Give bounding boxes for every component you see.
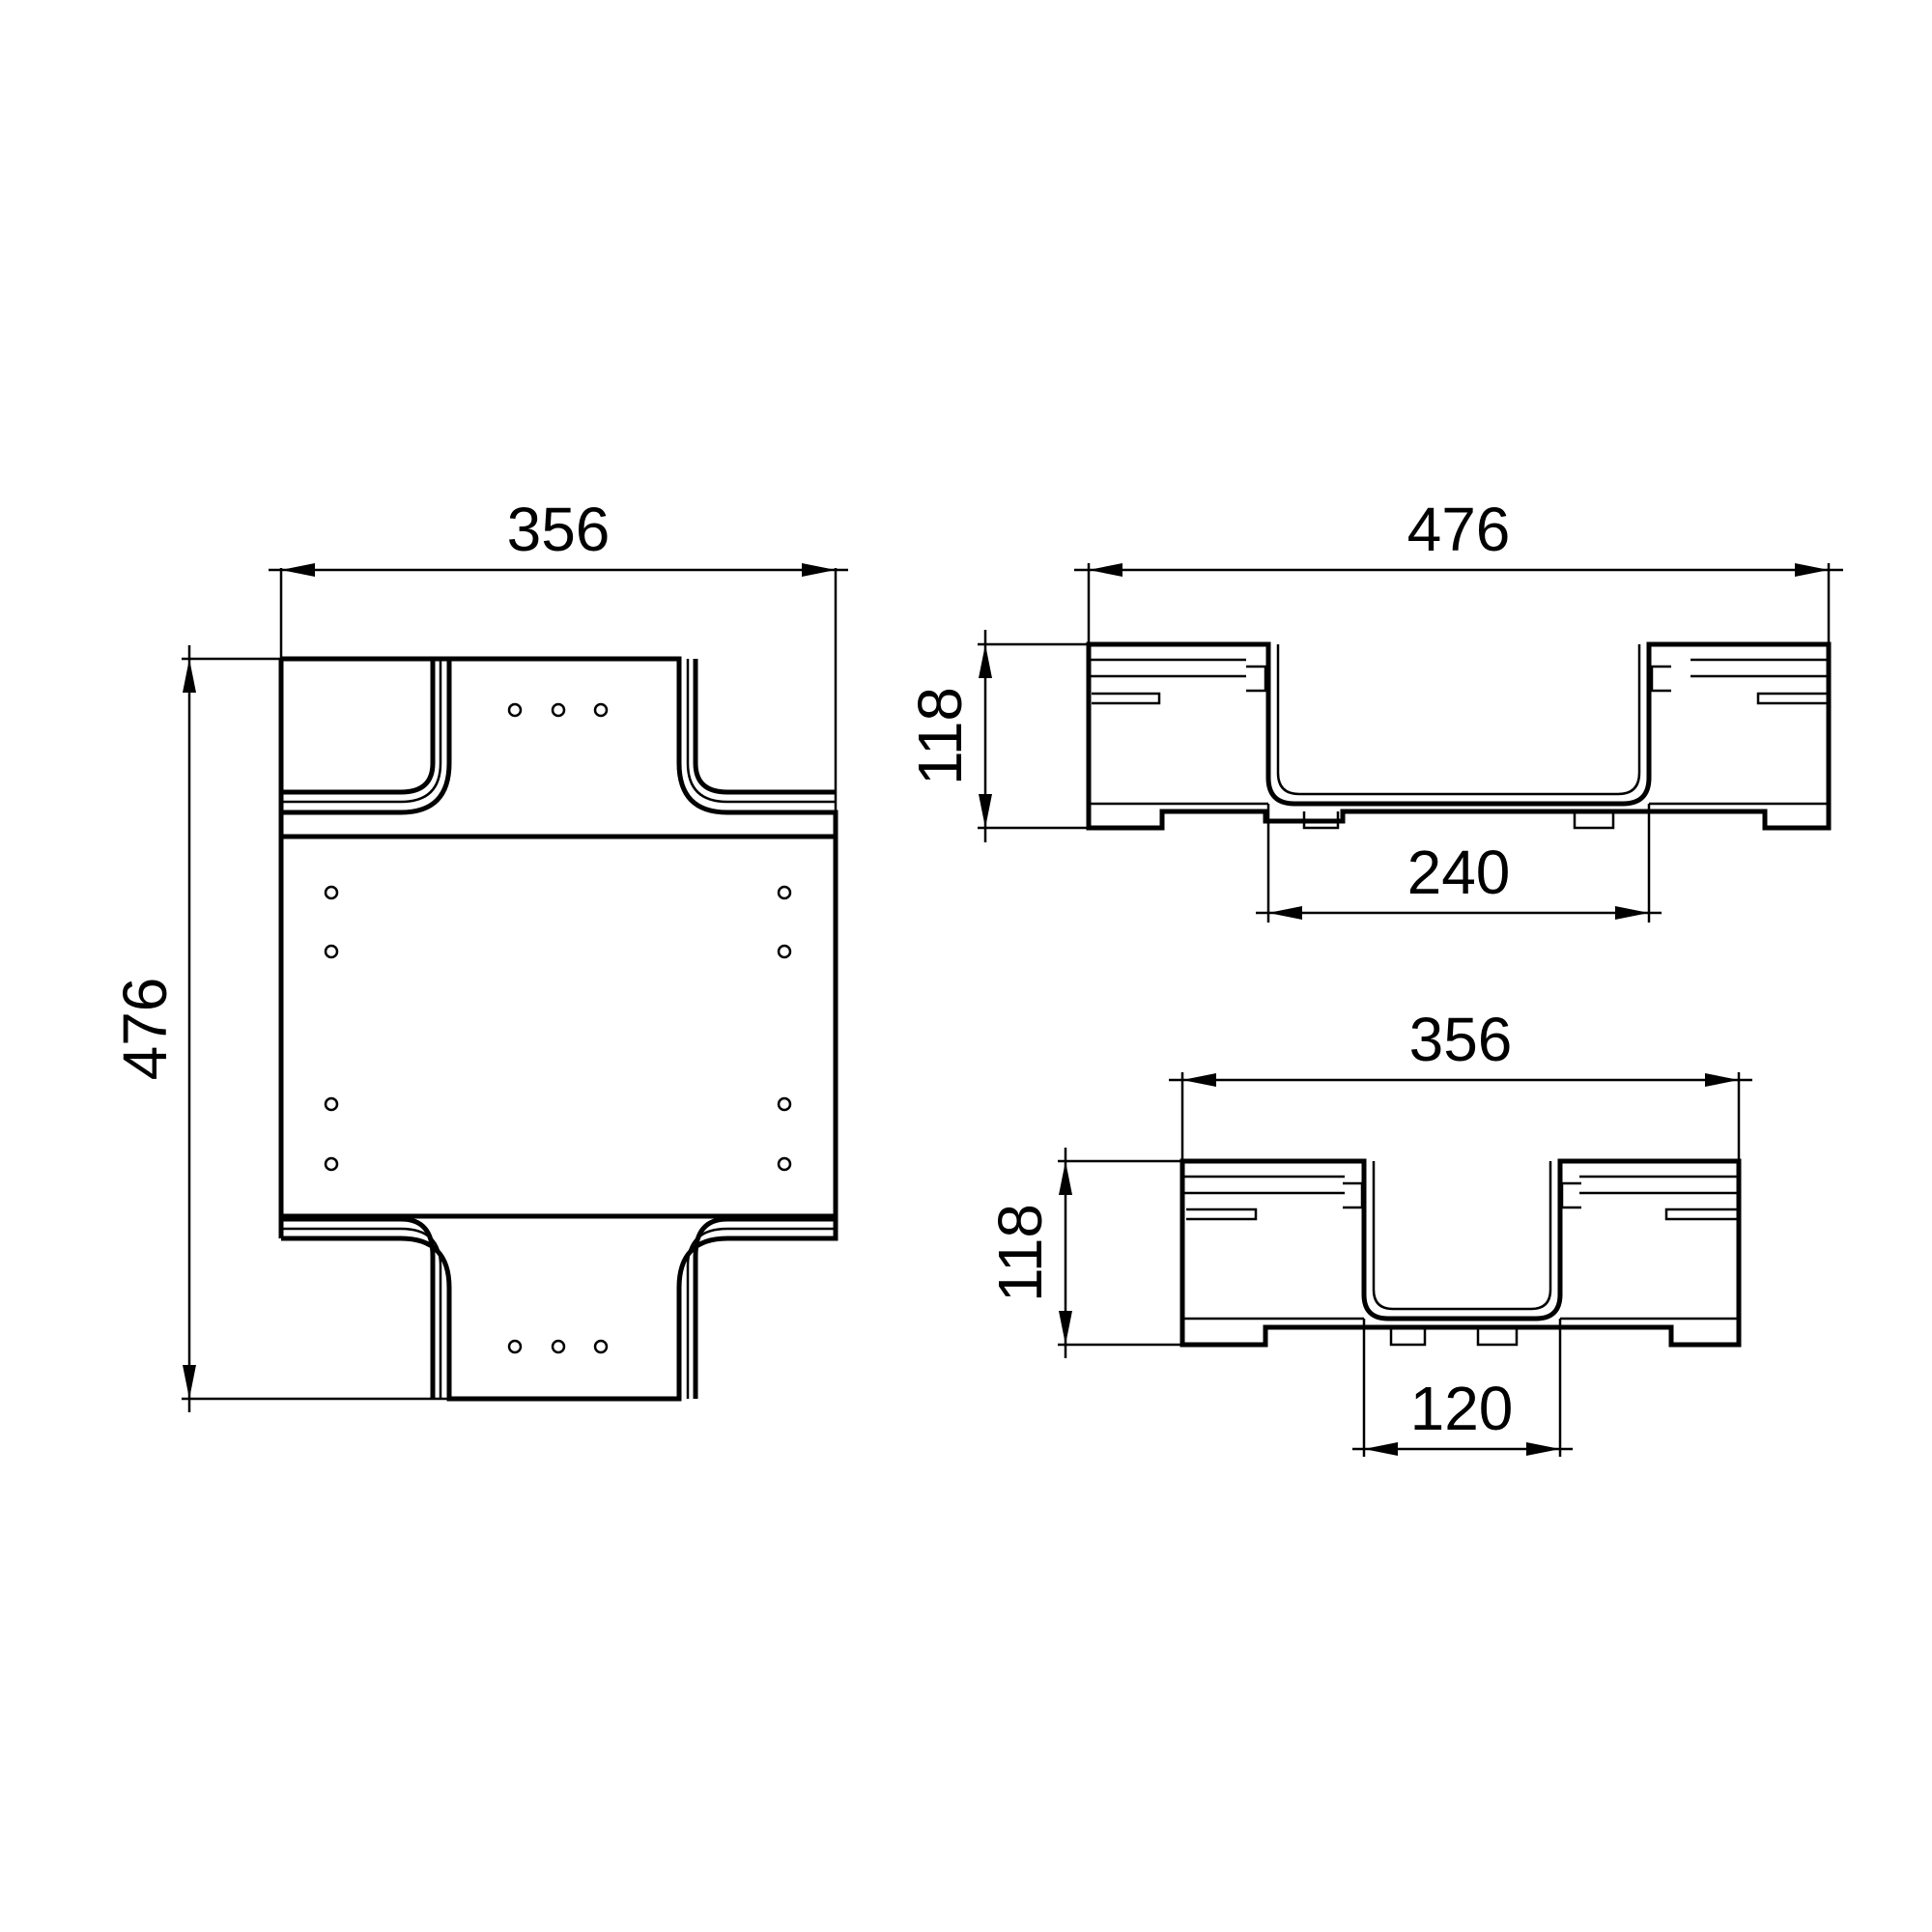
side-view-a-inner xyxy=(1089,644,1829,830)
hole xyxy=(593,702,609,718)
dimension-top-length: 476 xyxy=(110,645,449,1412)
hole xyxy=(551,1339,566,1354)
top-view-inner-walls xyxy=(281,659,836,1399)
hole xyxy=(777,885,792,900)
hole xyxy=(507,702,523,718)
hole xyxy=(777,1096,792,1112)
hole xyxy=(551,702,566,718)
side-view-b-inner xyxy=(1182,1161,1739,1347)
top-view-outline xyxy=(278,656,838,1402)
dimension-label: 476 xyxy=(1407,495,1511,564)
hole xyxy=(777,944,792,959)
side-view-a-body xyxy=(1086,641,1832,831)
dimension-label: 356 xyxy=(507,495,611,564)
dimension-top-width: 356 xyxy=(269,495,848,816)
side-view-a: 476 118 240 xyxy=(905,495,1843,923)
hole xyxy=(593,1339,609,1354)
dimension-side-b-height: 118 xyxy=(985,1148,1182,1358)
hole xyxy=(777,1156,792,1172)
dimension-label: 356 xyxy=(1409,1005,1513,1074)
dimension-side-a-width: 476 xyxy=(1074,495,1843,644)
dimension-side-b-inner: 120 xyxy=(1352,1319,1573,1457)
hole xyxy=(507,1339,523,1354)
hole xyxy=(324,1156,339,1172)
dimension-label: 476 xyxy=(110,978,180,1081)
dimension-side-a-inner: 240 xyxy=(1256,804,1662,923)
hole xyxy=(324,1096,339,1112)
dimension-label: 118 xyxy=(985,1204,1055,1302)
hole xyxy=(324,885,339,900)
side-view-b-body xyxy=(1179,1158,1742,1348)
dimension-label: 120 xyxy=(1410,1374,1514,1443)
hole xyxy=(324,944,339,959)
dimension-label: 240 xyxy=(1407,838,1511,907)
side-view-b: 356 118 120 xyxy=(985,1005,1752,1457)
top-view-inner-lines xyxy=(281,659,836,1399)
dimension-label: 118 xyxy=(905,687,975,785)
dimension-side-b-width: 356 xyxy=(1169,1005,1752,1161)
dimension-side-a-height: 118 xyxy=(905,630,1089,842)
top-view: 356 476 xyxy=(110,495,848,1412)
